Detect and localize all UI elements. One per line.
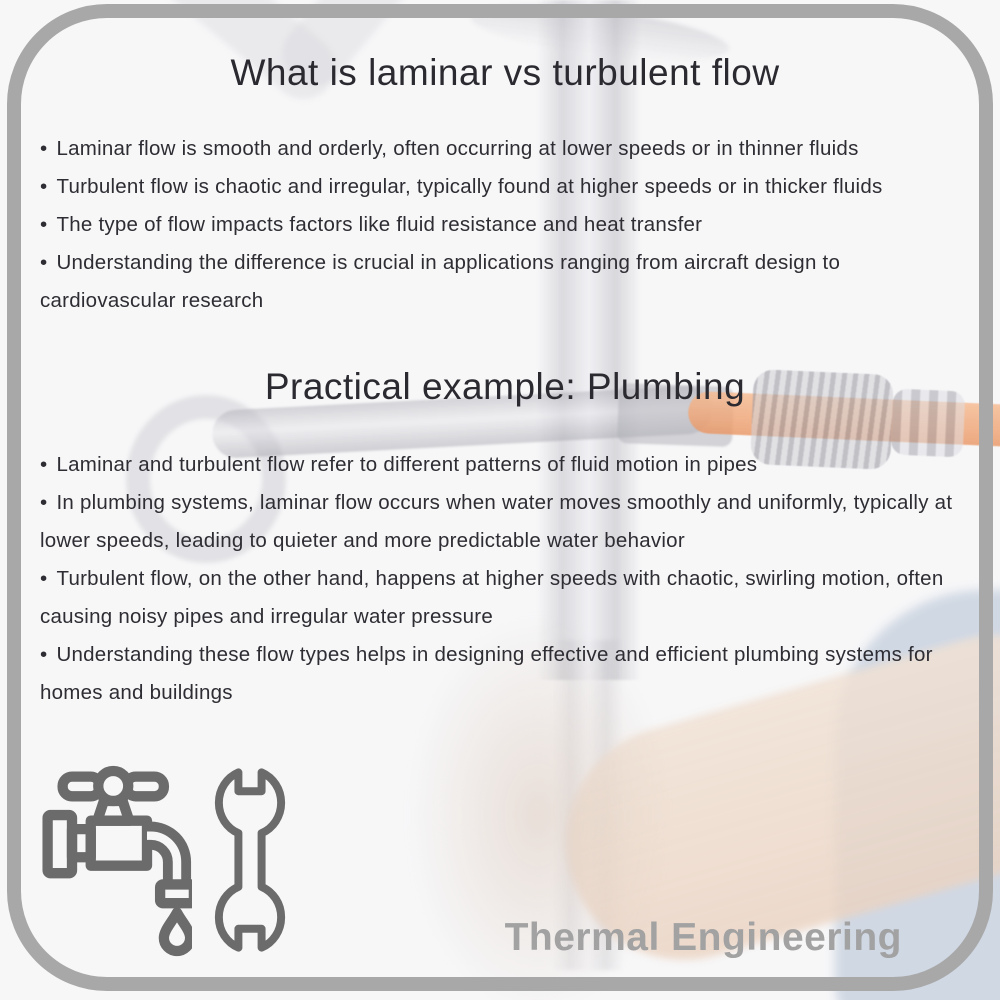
bullet-item: •Turbulent flow, on the other hand, happ… xyxy=(40,560,970,636)
bullet-text: In plumbing systems, laminar flow occurs… xyxy=(40,491,953,552)
bullet-dot: • xyxy=(40,491,48,514)
bullet-item: •In plumbing systems, laminar flow occur… xyxy=(40,484,970,560)
bullet-item: • The type of flow impacts factors like f… xyxy=(40,206,970,244)
bullet-item: • Turbulent flow is chaotic and irregular… xyxy=(40,168,970,206)
plumbing-bullet-list: • Laminar and turbulent flow refer to dif… xyxy=(40,446,970,712)
page-title: What is laminar vs turbulent flow xyxy=(230,52,780,93)
bullet-item: • Laminar flow is smooth and orderly, oft… xyxy=(40,130,970,168)
content-area: What is laminar vs turbulent flow • Lamin… xyxy=(40,0,970,712)
brand-watermark: Thermal Engineering xyxy=(504,916,902,959)
bullet-dot: • xyxy=(40,567,48,590)
intro-bullet-list: • Laminar flow is smooth and orderly, oft… xyxy=(40,130,970,320)
wrench-icon xyxy=(214,768,286,952)
bullet-dot: • xyxy=(40,175,48,198)
bullet-item: •Understanding these flow types helps in… xyxy=(40,636,970,712)
bullet-item: •Understanding the difference is crucial… xyxy=(40,244,970,320)
bullet-dot: • xyxy=(40,643,48,666)
bullet-dot: • xyxy=(40,213,48,236)
bullet-text: Turbulent flow is chaotic and irregular,… xyxy=(56,175,883,198)
faucet-icon xyxy=(42,765,192,957)
bullet-dot: • xyxy=(40,251,48,274)
bullet-dot: • xyxy=(40,453,48,476)
plumbing-icons-group xyxy=(42,762,292,960)
bullet-text: Laminar flow is smooth and orderly, ofte… xyxy=(56,137,859,160)
bullet-item: • Laminar and turbulent flow refer to dif… xyxy=(40,446,970,484)
section-heading: Practical example: Plumbing xyxy=(264,366,746,407)
bullet-text: Laminar and turbulent flow refer to diff… xyxy=(56,453,758,476)
bullet-text: The type of flow impacts factors like fl… xyxy=(56,213,703,236)
bullet-text: Understanding the difference is crucial … xyxy=(40,251,841,312)
bullet-text: Understanding these flow types helps in … xyxy=(40,643,933,704)
bullet-dot: • xyxy=(40,137,48,160)
bullet-text: Turbulent flow, on the other hand, happe… xyxy=(40,567,944,628)
